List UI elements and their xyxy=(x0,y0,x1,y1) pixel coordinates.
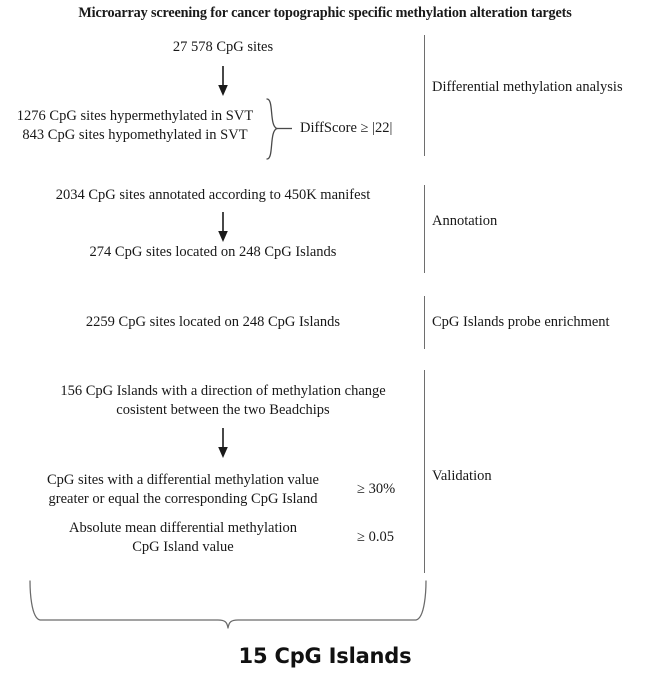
stage-divider-validation xyxy=(424,370,425,573)
node-enriched-cpg-sites: 2259 CpG sites located on 248 CpG Island… xyxy=(85,314,341,330)
final-result-label: 15 CpG Islands xyxy=(238,644,412,668)
stage-label-cpg-islands-probe-enrichment: CpG Islands probe enrichment xyxy=(432,314,610,330)
stage-divider-annotation xyxy=(424,185,425,273)
node-located-cpg-sites: 274 CpG sites located on 248 CpG Islands xyxy=(89,244,337,260)
node-absolute-mean-value: Absolute mean differential methylation C… xyxy=(68,520,298,555)
criterion-threshold-absolute: ≥ 0.05 xyxy=(357,529,394,545)
node-consistent-direction-islands: 156 CpG Islands with a direction of meth… xyxy=(60,383,386,418)
node-total-cpg-sites: 27 578 CpG sites xyxy=(172,39,274,55)
brace-bottom-summary xyxy=(28,578,428,630)
stage-divider-cpg-islands-probe-enrichment xyxy=(424,296,425,349)
node-differential-methylation-value: CpG sites with a differential methylatio… xyxy=(47,472,319,507)
arrow-down-icon xyxy=(213,66,233,98)
criterion-diffscore: DiffScore ≥ |22| xyxy=(300,120,393,136)
node-hyper-hypo-cpg-sites: 1276 CpG sites hypermethylated in SVT 84… xyxy=(16,108,254,143)
arrow-down-icon xyxy=(213,428,233,460)
figure-title: Microarray screening for cancer topograp… xyxy=(78,5,572,21)
node-annotated-cpg-sites: 2034 CpG sites annotated according to 45… xyxy=(55,187,371,203)
stage-label-differential-methylation-analysis: Differential methylation analysis xyxy=(432,79,623,95)
brace-right-diffscore xyxy=(264,97,298,161)
stage-label-validation: Validation xyxy=(432,468,492,484)
arrow-down-icon xyxy=(213,212,233,244)
criterion-threshold-percent: ≥ 30% xyxy=(357,481,396,497)
stage-label-annotation: Annotation xyxy=(432,213,498,229)
stage-divider-differential-methylation-analysis xyxy=(424,35,425,156)
